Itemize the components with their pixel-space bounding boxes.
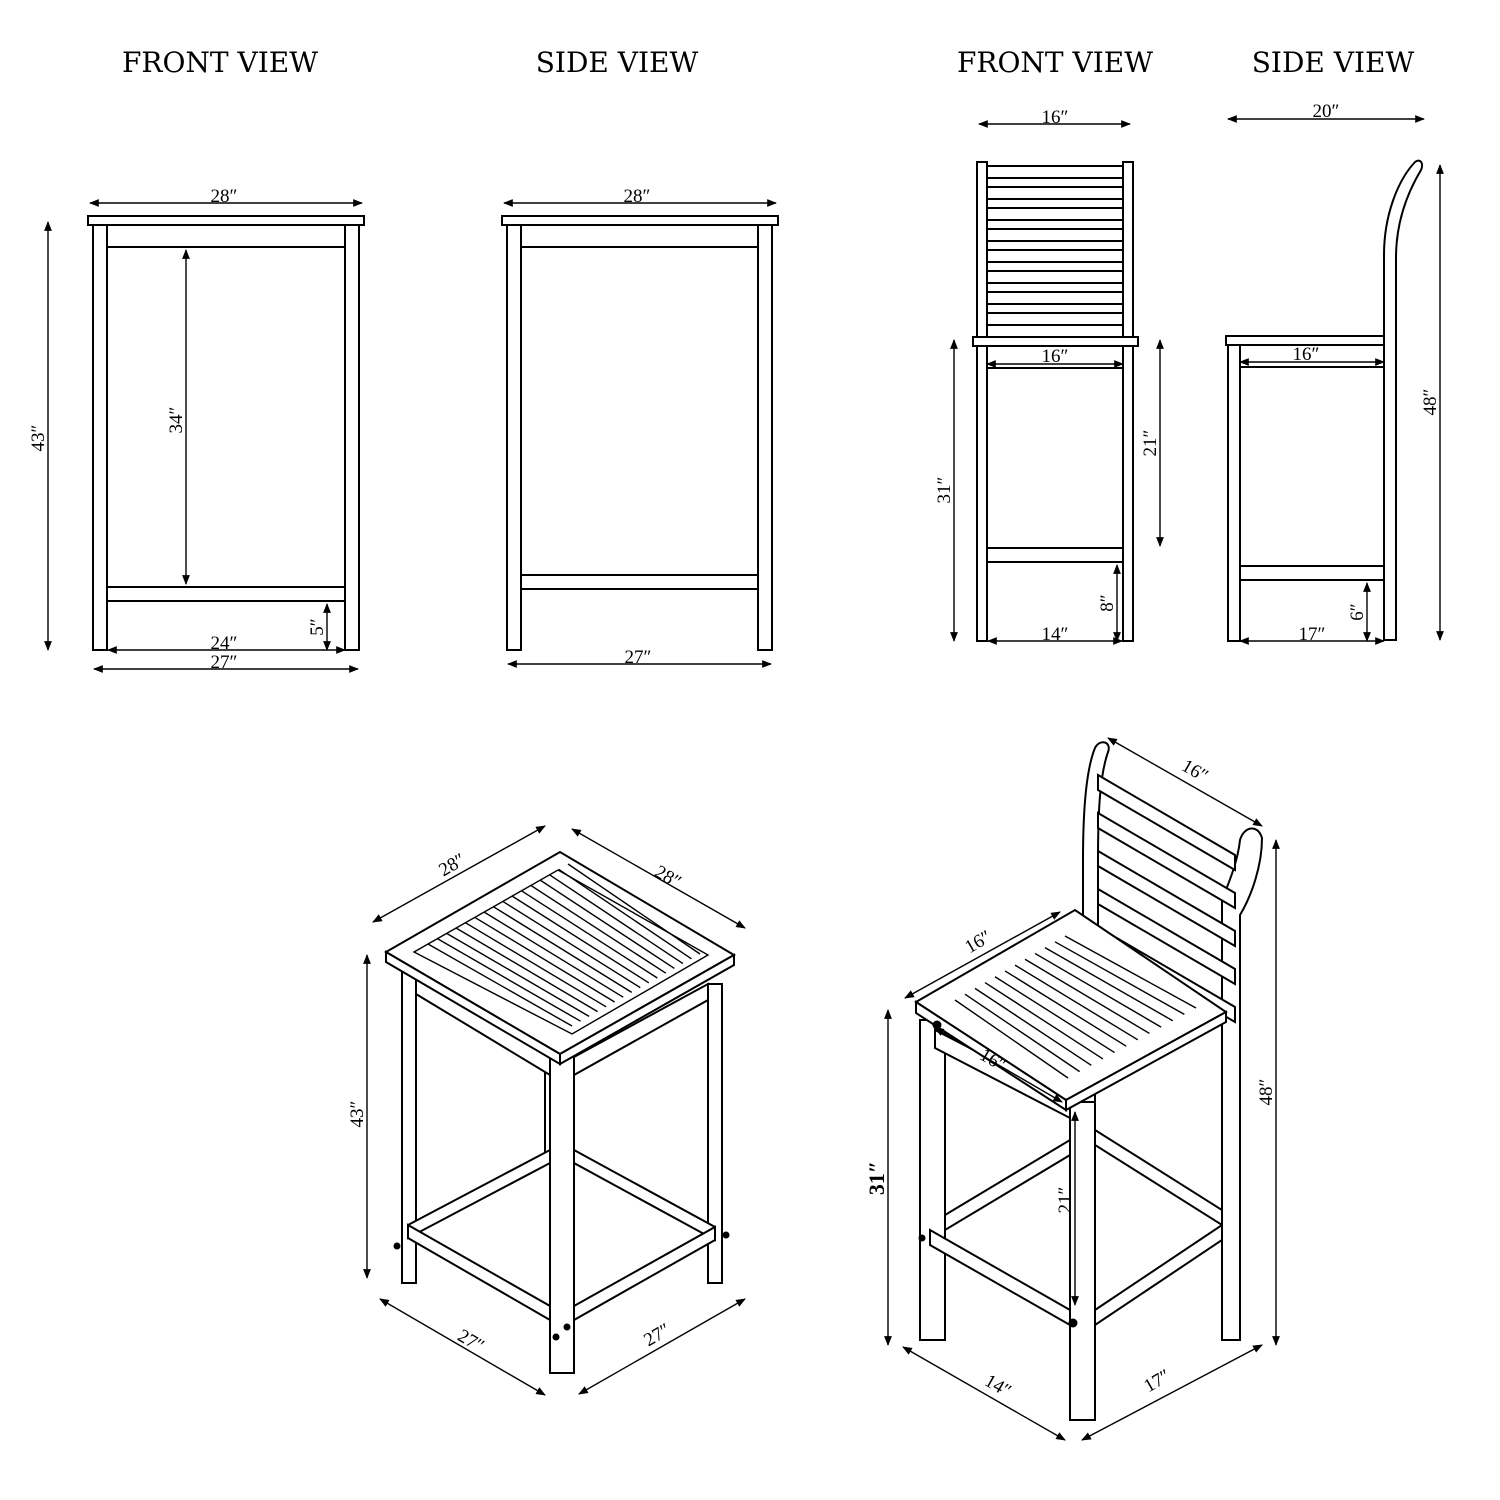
dim-table-front-clear: 34″ bbox=[166, 407, 187, 434]
chair-front-back-slat bbox=[986, 249, 1124, 263]
chair-side-back-post bbox=[1383, 159, 1424, 641]
iso-chair-seat-slat-line bbox=[1044, 947, 1174, 1022]
table-side-stretcher bbox=[520, 574, 759, 590]
dim-chair-side-base: 17″ bbox=[1299, 624, 1326, 645]
table-apron bbox=[106, 224, 346, 248]
table-side-view-title: SIDE VIEW bbox=[536, 46, 699, 79]
table-side-apron bbox=[520, 224, 759, 248]
chair-front-view: 16″ 16″ 31″ 21″ 8″ 14″ bbox=[934, 107, 1164, 645]
chair-front-left-leg bbox=[976, 345, 988, 642]
iso-table-slat-line bbox=[427, 943, 573, 1027]
chair-front-back-slat bbox=[986, 270, 1124, 284]
chair-side-stretcher bbox=[1239, 565, 1385, 581]
table-top-panel bbox=[87, 215, 365, 226]
chair-front-back-slat bbox=[986, 291, 1124, 305]
dim-iso-table-base-right: 27″ bbox=[640, 1319, 674, 1351]
dim-table-side-base: 27″ bbox=[625, 647, 652, 668]
iso-table-stretcher-front-left bbox=[407, 1223, 551, 1322]
iso-chair-stretcher-left bbox=[929, 1228, 1071, 1327]
chair-front-back-slat bbox=[986, 186, 1124, 200]
iso-chair-seat-slat-line bbox=[1064, 935, 1197, 1009]
iso-chair-leg-left bbox=[919, 1019, 946, 1341]
table-stretcher bbox=[106, 586, 346, 602]
chair-side-view: 20″ 16″ 48″ 6″ 17″ bbox=[1225, 101, 1444, 645]
iso-table-stretcher-back-right bbox=[573, 1148, 716, 1242]
chair-front-back-slats bbox=[986, 165, 1124, 326]
dim-chair-front-rail: 8″ bbox=[1097, 594, 1118, 611]
table-left-leg bbox=[92, 224, 108, 651]
iso-chair-stretcher-back-right bbox=[1094, 1128, 1223, 1227]
iso-table-slat-line bbox=[464, 922, 607, 1008]
table-side-right-leg bbox=[757, 224, 773, 651]
iso-table-slat-line bbox=[455, 927, 598, 1013]
iso-chair: 16″ 16″ 16″ 48″ 31″ 21″ 14″ 17″ bbox=[864, 737, 1280, 1441]
chair-side-view-title: SIDE VIEW bbox=[1252, 46, 1415, 79]
iso-table-slat-line bbox=[530, 884, 667, 974]
dim-table-front-height: 43″ bbox=[28, 425, 49, 452]
dim-iso-chair-seat: 16″ bbox=[961, 926, 995, 958]
dim-chair-side-height: 48″ bbox=[1420, 389, 1441, 416]
dim-chair-front-seat: 16″ bbox=[1042, 346, 1069, 367]
chair-front-view-title: FRONT VIEW bbox=[957, 46, 1153, 79]
table-side-top-panel bbox=[501, 215, 779, 226]
chair-front-right-leg bbox=[1122, 345, 1134, 642]
iso-chair-stretcher-right bbox=[1094, 1223, 1223, 1327]
dim-iso-table-top-left: 28″ bbox=[435, 849, 469, 881]
dim-chair-front-apron: 21″ bbox=[1140, 430, 1161, 457]
iso-table-leg-right bbox=[707, 983, 723, 1284]
iso-table-apron-right bbox=[573, 982, 709, 1077]
chair-side-front-leg bbox=[1227, 344, 1241, 642]
iso-chair-seat-slat-line bbox=[974, 987, 1092, 1066]
dim-table-front-inner: 24″ bbox=[211, 633, 238, 654]
iso-table: 28″ 28″ 43″ 27″ 27″ bbox=[347, 825, 746, 1396]
iso-chair-back-slat bbox=[1097, 811, 1236, 910]
chair-front-back-slat bbox=[986, 165, 1124, 179]
table-front-view: 28″ 43″ 34″ 5″ 24″ 27″ bbox=[28, 186, 365, 673]
chair-front-back-slat bbox=[986, 312, 1124, 326]
iso-table-stretcher-front-right bbox=[573, 1225, 716, 1322]
dim-chair-front-top: 16″ bbox=[1042, 107, 1069, 128]
iso-chair-back-slat bbox=[1097, 887, 1236, 986]
iso-chair-leg-front bbox=[1069, 1101, 1096, 1421]
chair-front-back-slat bbox=[986, 207, 1124, 221]
iso-table-leg-front bbox=[549, 1056, 575, 1374]
dim-table-front-base: 27″ bbox=[211, 652, 238, 673]
chair-front-back-slat bbox=[986, 228, 1124, 242]
dim-table-side-top: 28″ bbox=[624, 186, 651, 207]
dim-chair-side-seat: 16″ bbox=[1293, 344, 1320, 365]
dim-table-front-rail: 5″ bbox=[307, 618, 328, 635]
iso-table-slat-line bbox=[483, 911, 624, 998]
dim-iso-chair-base-right: 17″ bbox=[1140, 1365, 1174, 1397]
iso-table-slat-line bbox=[446, 932, 590, 1018]
dim-chair-side-rail: 6″ bbox=[1347, 603, 1368, 620]
table-front-view-title: FRONT VIEW bbox=[122, 46, 318, 79]
dim-chair-front-height: 31″ bbox=[934, 477, 955, 504]
dim-table-front-top: 28″ bbox=[211, 186, 238, 207]
iso-chair-seat-slat-line bbox=[1054, 941, 1185, 1015]
table-side-left-leg bbox=[506, 224, 522, 651]
chair-front-back-post-right bbox=[1122, 161, 1134, 339]
dim-iso-table-base-left: 27″ bbox=[454, 1325, 488, 1357]
dim-chair-front-base: 14″ bbox=[1042, 624, 1069, 645]
iso-table-slat-line bbox=[474, 916, 616, 1003]
chair-front-back-post-left bbox=[976, 161, 988, 339]
iso-table-slat-line bbox=[436, 938, 581, 1022]
dim-iso-chair-base-left: 14″ bbox=[981, 1370, 1015, 1402]
chair-front-seat bbox=[972, 336, 1139, 347]
dim-chair-side-top: 20″ bbox=[1313, 101, 1340, 122]
iso-chair-back-slat bbox=[1097, 849, 1236, 948]
iso-table-stretcher-back-left bbox=[407, 1148, 551, 1240]
dim-iso-table-height: 43″ bbox=[347, 1101, 368, 1128]
iso-chair-stretcher-back bbox=[944, 1138, 1071, 1232]
chair-front-stretcher bbox=[986, 547, 1124, 563]
dim-iso-chair-seat-height: 31″ bbox=[864, 1161, 889, 1195]
dim-iso-chair-back: 16″ bbox=[1178, 755, 1212, 787]
dim-iso-chair-height: 48″ bbox=[1256, 1079, 1277, 1106]
dim-iso-chair-apron: 21″ bbox=[1055, 1187, 1076, 1214]
table-side-view: 28″ 27″ bbox=[501, 186, 779, 668]
dim-iso-table-top-right: 28″ bbox=[651, 861, 685, 893]
table-right-leg bbox=[344, 224, 360, 651]
